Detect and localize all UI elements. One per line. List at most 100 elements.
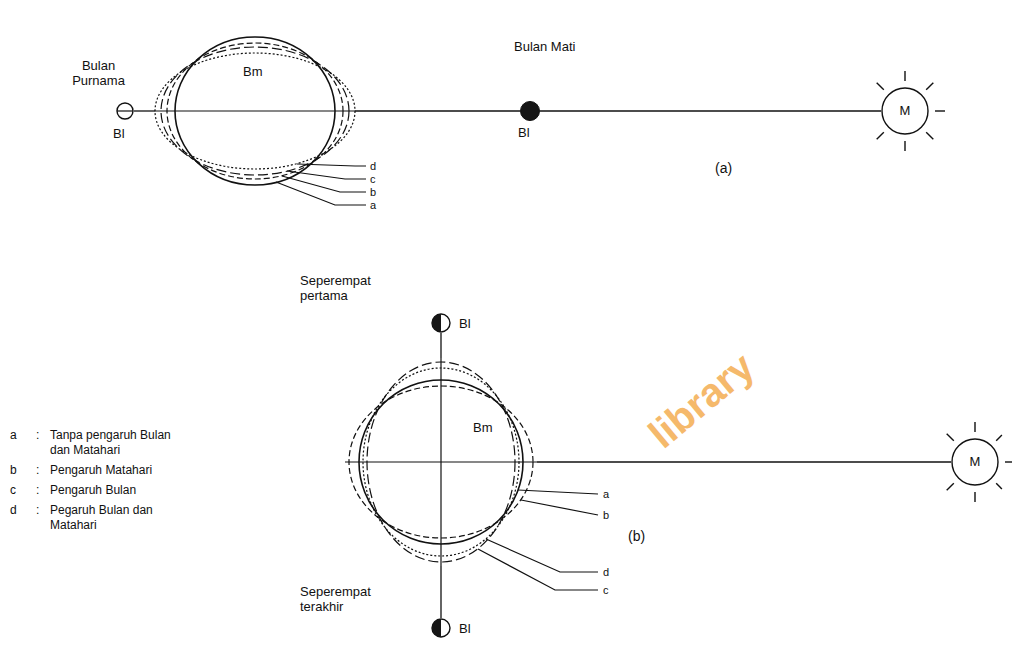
legend-row: b:Pengaruh Matahari xyxy=(10,463,172,478)
moon-node-shape xyxy=(431,313,451,333)
callout-letter: b xyxy=(370,185,376,199)
node-label: M xyxy=(951,454,999,469)
node-label: M xyxy=(881,103,929,118)
illustration-part xyxy=(904,141,905,151)
legend-text: Pengaruh Matahari xyxy=(50,463,172,478)
earth-outline xyxy=(155,53,355,169)
legend-text: Pengaruh Bulan xyxy=(50,483,172,498)
illustration-part xyxy=(926,132,933,139)
node-label: Bulan Mati xyxy=(514,39,584,54)
sun-symbol xyxy=(882,88,928,134)
connector-line xyxy=(134,110,155,111)
illustration-part xyxy=(478,549,598,590)
legend-colon: : xyxy=(36,483,50,498)
moon-shadow xyxy=(432,619,441,637)
illustration-part xyxy=(904,71,905,81)
watermark: library xyxy=(640,344,762,456)
moon-symbol xyxy=(432,314,450,332)
earth-outline xyxy=(363,368,519,556)
node-label: Bm xyxy=(473,420,503,435)
callout-letter: c xyxy=(370,172,376,186)
legend-text: Tanpa pengaruh Bulan dan Matahari xyxy=(50,428,172,458)
illustration-part xyxy=(877,83,884,90)
earth-outline xyxy=(167,43,343,179)
legend-text: Pegaruh Bulan dan Matahari xyxy=(50,503,172,533)
node-label: Bl xyxy=(113,126,143,141)
moon-symbol xyxy=(521,102,540,121)
illustration-part xyxy=(926,83,933,90)
leader-lines xyxy=(276,164,598,590)
callout-letter: b xyxy=(603,508,609,522)
moon-node: Bulan MatiBl xyxy=(520,101,540,121)
node-label: Bl xyxy=(459,316,489,331)
moon-node: Seperempat pertamaBl xyxy=(431,313,451,333)
callout-letter: a xyxy=(603,487,609,501)
legend-colon: : xyxy=(36,428,50,458)
illustration-part xyxy=(276,182,366,205)
node-label: Seperempat pertama xyxy=(300,273,415,303)
moon-symbol xyxy=(117,103,133,119)
panel-label: (b) xyxy=(628,528,645,545)
node-label: Bl xyxy=(518,125,548,140)
legend: a:Tanpa pengaruh Bulan dan Mataharib:Pen… xyxy=(10,428,172,538)
illustration-part xyxy=(974,492,975,502)
moon-shadow xyxy=(432,314,441,332)
illustration-part xyxy=(996,483,1002,489)
earth-outline xyxy=(359,380,523,544)
earth-node-shape xyxy=(155,36,355,186)
moon-node-shape xyxy=(431,618,451,638)
moon-axis xyxy=(117,110,133,111)
connector-line xyxy=(440,333,441,358)
callout-letter: c xyxy=(603,583,609,597)
moon-symbol xyxy=(432,619,450,637)
moon-node: Bulan PurnamaBl xyxy=(116,102,134,120)
legend-row: c:Pengaruh Bulan xyxy=(10,483,172,498)
illustration-part xyxy=(518,490,598,494)
sun-symbol xyxy=(952,439,998,485)
legend-key: b xyxy=(10,463,36,478)
illustration-part xyxy=(486,539,598,572)
illustration-part xyxy=(877,132,884,139)
callout-letter: a xyxy=(370,198,376,212)
callout-letter: d xyxy=(603,565,609,579)
axis-line xyxy=(440,358,441,566)
connector-line xyxy=(537,461,951,462)
sun-rays xyxy=(877,71,1012,502)
earth-node: Bm xyxy=(155,36,355,186)
illustration-part xyxy=(521,500,598,515)
legend-row: d:Pegaruh Bulan dan Matahari xyxy=(10,503,172,533)
legend-key: d xyxy=(10,503,36,533)
earth-outline xyxy=(161,47,349,175)
legend-key: c xyxy=(10,483,36,498)
node-label: Bl xyxy=(459,621,489,636)
moon-node-shape xyxy=(520,101,540,121)
illustration-part xyxy=(974,422,975,432)
moon-node-shape xyxy=(116,102,134,120)
panel-label: (a) xyxy=(715,160,732,177)
legend-row: a:Tanpa pengaruh Bulan dan Matahari xyxy=(10,428,172,458)
earth-node-shape xyxy=(345,358,537,566)
legend-colon: : xyxy=(36,503,50,533)
legend-key: a xyxy=(10,428,36,458)
axis-line xyxy=(155,110,355,111)
earth-node: Bm xyxy=(345,358,537,566)
sun-node: M xyxy=(881,87,929,135)
illustration-part xyxy=(1005,461,1012,462)
connector-line xyxy=(440,566,441,618)
callout-letter: d xyxy=(370,159,376,173)
node-label: Bm xyxy=(243,64,273,79)
illustration-part xyxy=(947,483,954,490)
illustration-part xyxy=(935,110,945,111)
illustration-part xyxy=(947,434,954,441)
connector-line xyxy=(355,110,520,111)
illustration-part xyxy=(996,435,1002,441)
legend-colon: : xyxy=(36,463,50,478)
moon-node: Seperempat terakhirBl xyxy=(431,618,451,638)
node-label: Seperempat terakhir xyxy=(300,584,415,614)
connector-line xyxy=(540,110,881,111)
sun-node: M xyxy=(951,438,999,486)
node-label: Bulan Purnama xyxy=(56,58,141,88)
